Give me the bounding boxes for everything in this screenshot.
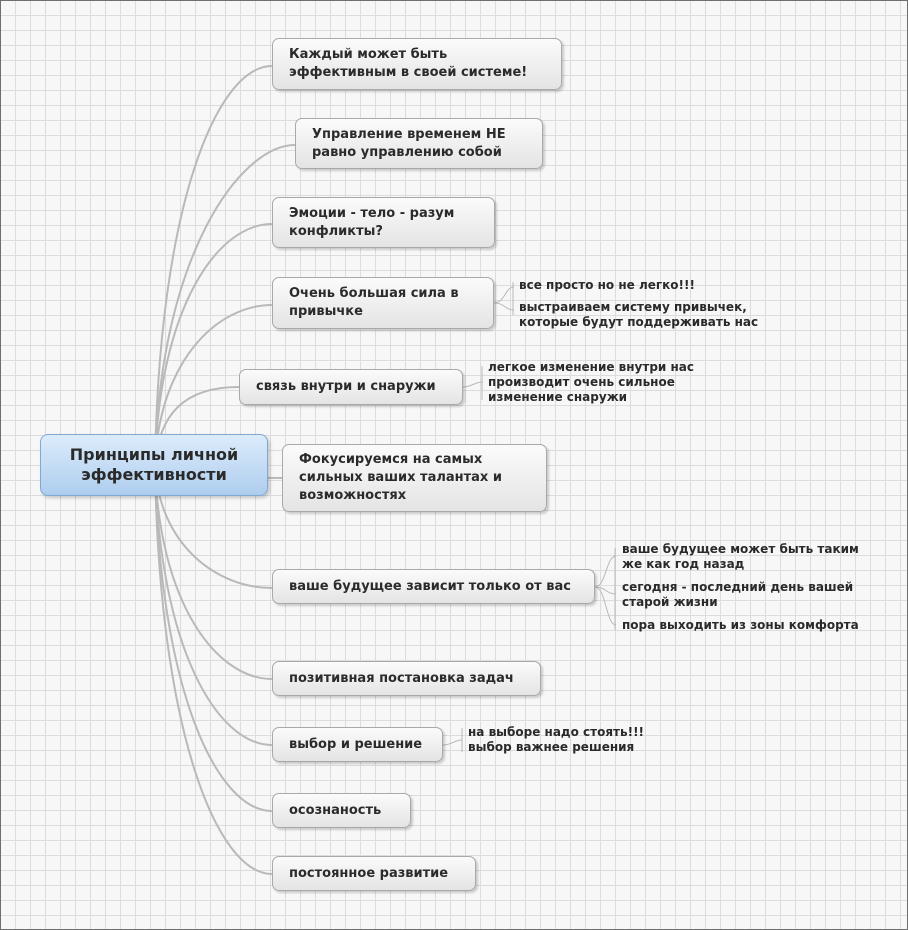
branch-power-of-habit[interactable]: Очень большая сила в привычке xyxy=(272,277,494,329)
branch-connector xyxy=(154,65,273,466)
branch-connector xyxy=(154,464,273,812)
note-connector xyxy=(442,739,463,746)
note-future-today: сегодня - последний день вашей старой жи… xyxy=(622,580,854,609)
note-connector xyxy=(594,555,617,588)
central-topic[interactable]: Принципы личной эффективности xyxy=(40,434,268,496)
branch-awareness[interactable]: осознаность xyxy=(272,793,411,828)
note-connector xyxy=(493,286,515,304)
branch-connector xyxy=(154,223,273,466)
note-connector xyxy=(594,586,617,626)
note-connector xyxy=(493,302,515,311)
branch-time-management[interactable]: Управление временем НЕ равно управлению … xyxy=(295,118,543,169)
note-connector xyxy=(462,381,484,388)
branch-choice-decision[interactable]: выбор и решение xyxy=(272,727,443,762)
branch-positive-goals[interactable]: позитивная постановка задач xyxy=(272,661,541,696)
branch-focus-talents[interactable]: Фокусируемся на самых сильных ваших тала… xyxy=(282,444,547,512)
note-habit-simple: все просто но не легко!!! xyxy=(519,278,695,292)
note-choice: на выборе надо стоять!!! выбор важнее ре… xyxy=(468,725,645,754)
branch-connector xyxy=(154,464,273,680)
branch-emotions-body-mind[interactable]: Эмоции - тело - разум конфликты? xyxy=(272,197,495,248)
branch-future-depends[interactable]: ваше будущее зависит только от вас xyxy=(272,569,595,604)
branch-each-can-be-effective[interactable]: Каждый может быть эффективным в своей си… xyxy=(272,38,562,90)
branch-connector xyxy=(154,464,273,746)
note-future-comfort: пора выходить из зоны комфорта xyxy=(622,618,859,632)
branch-connector xyxy=(154,304,273,466)
note-future-same: ваше будущее может быть таким же как год… xyxy=(622,542,859,571)
branch-connector xyxy=(154,144,296,466)
branch-connector xyxy=(154,464,273,875)
branch-inside-outside[interactable]: связь внутри и снаружи xyxy=(239,369,463,405)
note-habit-system: выстраиваем систему привычек, которые бу… xyxy=(519,300,759,329)
branch-constant-development[interactable]: постоянное развитие xyxy=(272,856,476,891)
note-inside-outside: легкое изменение внутри нас производит о… xyxy=(488,360,695,404)
